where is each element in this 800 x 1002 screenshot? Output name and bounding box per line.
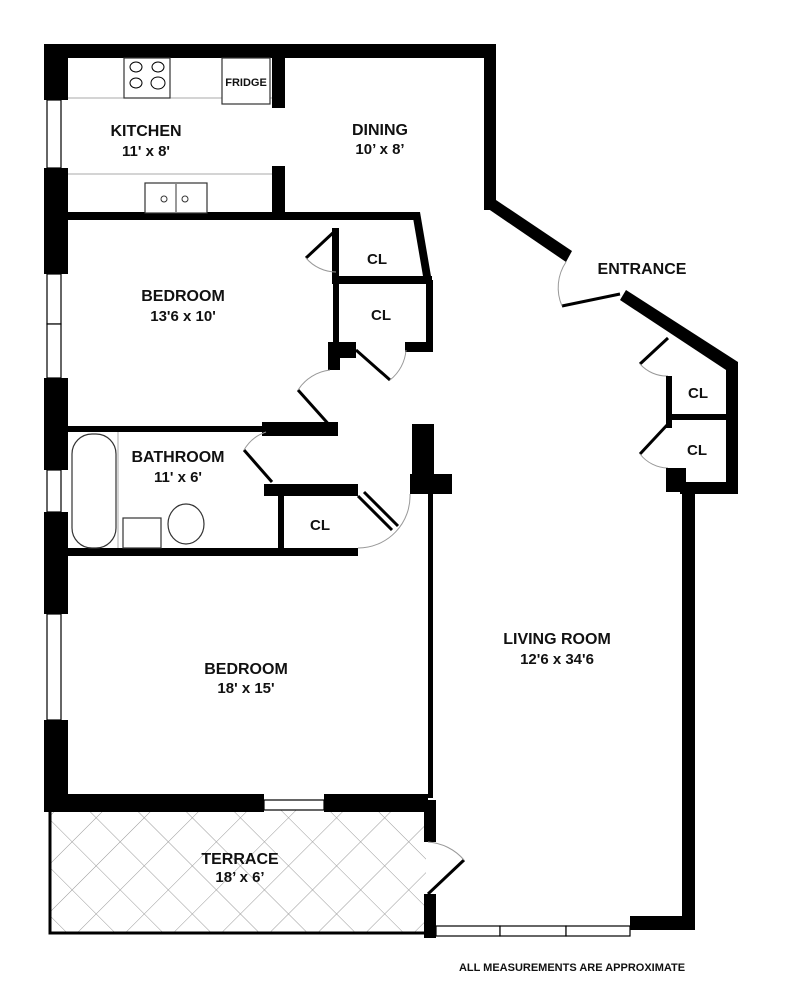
closet-label: CL [688,385,708,402]
bathroom-sink-icon [122,517,162,549]
terrace-dims: 18’ x 6’ [215,869,264,886]
dining-dims: 10’ x 8’ [355,141,404,158]
bathroom-fixtures [71,432,205,549]
fridge-icon: FRIDGE [221,57,271,105]
doors [242,228,670,896]
outer-walls [44,44,738,938]
toilet-icon [167,503,205,545]
bedroom-1-dims: 13'6 x 10' [150,308,216,325]
footnote: ALL MEASUREMENTS ARE APPROXIMATE [459,962,685,974]
closet-label: CL [371,307,391,324]
interior-walls [64,56,452,798]
sink-icon [144,182,208,214]
svg-text:FRIDGE: FRIDGE [225,77,267,89]
room-labels: KITCHEN 11' x 8' DINING 10’ x 8’ ENTRANC… [110,122,708,974]
living-room-label: LIVING ROOM [503,631,611,648]
terrace [48,810,428,935]
right-closet-walls [666,376,738,492]
closet-label: CL [310,517,330,534]
dining-label: DINING [352,122,408,139]
bedroom-2-dims: 18' x 15' [217,680,274,697]
closet-label: CL [687,442,707,459]
kitchen-fixtures: FRIDGE [68,57,272,214]
windows [46,99,631,937]
living-room-dims: 12'6 x 34'6 [520,651,594,668]
terrace-label: TERRACE [201,851,279,868]
closet-label: CL [367,251,387,268]
stove-icon [123,57,171,99]
bathtub-icon [71,433,117,549]
kitchen-label: KITCHEN [110,123,181,140]
bedroom-2-label: BEDROOM [204,661,288,678]
bedroom-1-label: BEDROOM [141,288,225,305]
bathroom-label: BATHROOM [131,449,224,466]
entrance-label: ENTRANCE [598,261,687,278]
kitchen-dims: 11' x 8' [122,143,170,160]
bathroom-dims: 11' x 6' [154,469,202,486]
